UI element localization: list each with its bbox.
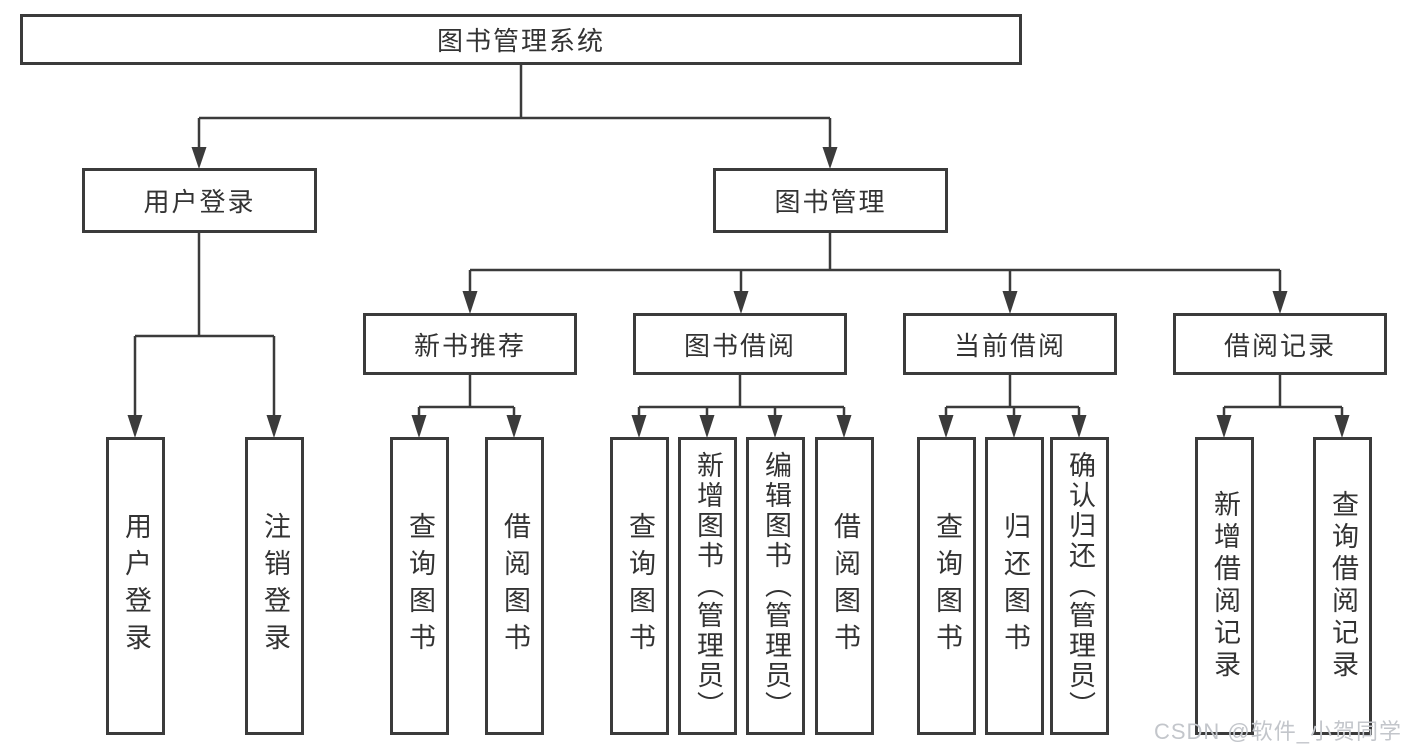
leaf-current-return-books-label: 归还图书 bbox=[1000, 512, 1030, 660]
leaf-current-return-books: 归还图书 bbox=[985, 437, 1044, 735]
leaf-current-query-books-label: 查询图书 bbox=[932, 512, 962, 660]
leaf-current-query-books: 查询图书 bbox=[917, 437, 976, 735]
leaf-newbook-borrow-books-label: 借阅图书 bbox=[500, 512, 530, 660]
leaf-logout-label: 注销登录 bbox=[260, 512, 290, 660]
node-new-book-recommend-label: 新书推荐 bbox=[413, 330, 526, 361]
node-user-login-group-label: 用户登录 bbox=[143, 187, 256, 217]
node-book-mgmt-group-label: 图书管理 bbox=[774, 187, 887, 217]
node-book-borrowing: 图书借阅 bbox=[633, 313, 847, 375]
leaf-newbook-query-books: 查询图书 bbox=[390, 437, 449, 735]
leaf-user-login: 用户登录 bbox=[106, 437, 165, 735]
leaf-current-confirm-return-admin-label: 确认归还（管理员） bbox=[1065, 451, 1095, 721]
node-current-borrowing: 当前借阅 bbox=[903, 313, 1117, 375]
leaf-records-query-record-label: 查询借阅记录 bbox=[1328, 490, 1358, 682]
node-borrowing-records-label: 借阅记录 bbox=[1223, 330, 1336, 361]
leaf-borrow-edit-books-admin: 编辑图书（管理员） bbox=[746, 437, 805, 735]
node-current-borrowing-label: 当前借阅 bbox=[953, 330, 1066, 361]
leaf-user-login-label: 用户登录 bbox=[121, 512, 151, 660]
leaf-newbook-borrow-books: 借阅图书 bbox=[485, 437, 544, 735]
csdn-watermark: CSDN @软件_小贺同学 bbox=[1153, 719, 1402, 744]
node-book-borrowing-label: 图书借阅 bbox=[683, 330, 796, 361]
node-root: 图书管理系统 bbox=[20, 14, 1022, 65]
leaf-borrow-borrow-books-label: 借阅图书 bbox=[830, 512, 860, 660]
node-borrowing-records: 借阅记录 bbox=[1173, 313, 1387, 375]
leaf-borrow-edit-books-admin-label: 编辑图书（管理员） bbox=[761, 451, 791, 721]
leaf-borrow-query-books-label: 查询图书 bbox=[625, 512, 655, 660]
leaf-records-add-record: 新增借阅记录 bbox=[1195, 437, 1254, 735]
leaf-records-query-record: 查询借阅记录 bbox=[1313, 437, 1372, 735]
leaf-records-add-record-label: 新增借阅记录 bbox=[1210, 490, 1240, 682]
leaf-borrow-query-books: 查询图书 bbox=[610, 437, 669, 735]
leaf-logout: 注销登录 bbox=[245, 437, 304, 735]
leaf-borrow-borrow-books: 借阅图书 bbox=[815, 437, 874, 735]
node-book-mgmt-group: 图书管理 bbox=[713, 168, 948, 233]
node-new-book-recommend: 新书推荐 bbox=[363, 313, 577, 375]
leaf-current-confirm-return-admin: 确认归还（管理员） bbox=[1050, 437, 1109, 735]
leaf-borrow-add-books-admin: 新增图书（管理员） bbox=[678, 437, 737, 735]
node-root-label: 图书管理系统 bbox=[436, 26, 605, 56]
leaf-newbook-query-books-label: 查询图书 bbox=[405, 512, 435, 660]
node-user-login-group: 用户登录 bbox=[82, 168, 317, 233]
leaf-borrow-add-books-admin-label: 新增图书（管理员） bbox=[693, 451, 723, 721]
